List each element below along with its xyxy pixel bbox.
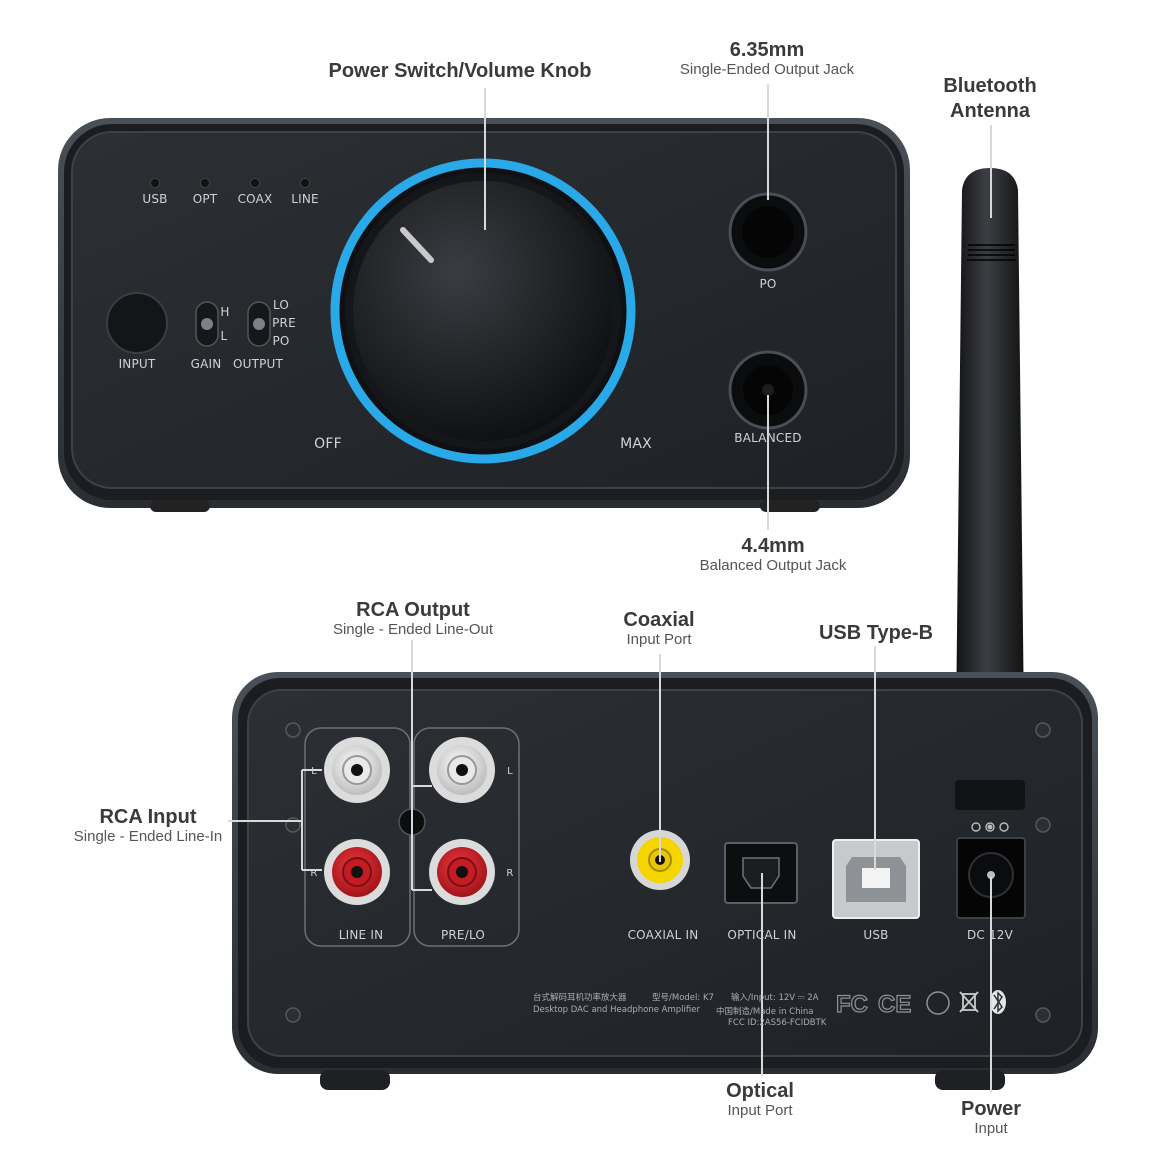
led-coax (250, 178, 260, 188)
callout-rca-output: RCA Output Single - Ended Line-Out (303, 599, 523, 639)
input-button[interactable] (106, 292, 168, 354)
callout-power: Power Input (941, 1098, 1041, 1138)
callout-rca-input-subtitle: Single - Ended Line-In (73, 828, 223, 845)
callout-usb-title: USB Type-B (818, 622, 934, 644)
callout-coaxial-title: Coaxial (623, 609, 695, 631)
gain-label: GAIN (190, 357, 222, 371)
callout-635mm-jack: 6.35mm Single-Ended Output Jack (657, 39, 877, 79)
pre-lo-label: PRE/LO (440, 928, 486, 942)
po-jack-label: PO (759, 277, 777, 291)
rca-pre-lo-right[interactable] (429, 839, 495, 905)
line-in-group (304, 727, 411, 947)
fine-print-line2a: Desktop DAC and Headphone Amplifier (533, 1005, 700, 1015)
callout-44-subtitle: Balanced Output Jack (699, 557, 847, 574)
gain-switch[interactable] (195, 301, 219, 347)
output-switch[interactable] (247, 301, 271, 347)
callout-usb-type-b: USB Type-B (800, 622, 952, 644)
callout-optical-subtitle: Input Port (727, 1102, 793, 1119)
panel-screws (285, 722, 1051, 1023)
rca-pre-lo-left[interactable] (429, 737, 495, 803)
callout-44mm-jack: 4.4mm Balanced Output Jack (663, 535, 883, 575)
dc-power-jack[interactable] (956, 837, 1026, 919)
jack-635mm[interactable] (728, 192, 808, 272)
callout-power-subtitle: Input (974, 1120, 1008, 1137)
dc-label: DC 12V (966, 928, 1014, 942)
knob-off-label: OFF (314, 436, 342, 452)
bluetooth-icon (990, 990, 1006, 1014)
line-in-label: LINE IN (338, 928, 384, 942)
indicator-label-coax: COAX (237, 192, 273, 206)
jack-44mm[interactable] (728, 350, 808, 430)
led-usb (150, 178, 160, 188)
callout-rca-output-title: RCA Output (356, 599, 470, 621)
indicator-label-line: LINE (291, 192, 319, 206)
output-option-po: PO (272, 334, 290, 348)
led-line (300, 178, 310, 188)
bluetooth-antenna (955, 168, 1025, 810)
fine-print-line1a: 台式解码耳机功率放大器 (533, 993, 627, 1003)
output-option-lo: LO (272, 298, 290, 312)
gain-option-l: L (220, 329, 228, 343)
pre-lo-group (413, 727, 520, 947)
balanced-jack-label: BALANCED (734, 431, 802, 445)
callout-coaxial: Coaxial Input Port (600, 609, 718, 649)
callout-bluetooth-antenna: Bluetooth Antenna (920, 75, 1060, 122)
coaxial-in-label: COAXIAL IN (627, 928, 699, 942)
callout-antenna-line2: Antenna (950, 100, 1030, 122)
antenna-base (955, 780, 1025, 810)
led-opt (200, 178, 210, 188)
callout-coaxial-subtitle: Input Port (626, 631, 692, 648)
front-panel (58, 118, 910, 512)
callout-optical-title: Optical (726, 1080, 794, 1102)
input-button-label: INPUT (118, 357, 156, 371)
rca-l-label-left: L (311, 766, 317, 777)
callout-antenna-line1: Bluetooth (943, 75, 1037, 97)
fc-mark: FC (836, 991, 868, 1018)
ce-mark: CE (878, 991, 911, 1018)
fine-print-line1b: 型号/Model: K7 (652, 993, 714, 1003)
rca-r-label-right: R (506, 868, 514, 879)
indicator-leds (150, 178, 310, 188)
usb-label: USB (863, 928, 889, 942)
weee-bin-icon (959, 991, 979, 1013)
gain-option-h: H (220, 305, 230, 319)
callout-635-subtitle: Single-Ended Output Jack (679, 61, 855, 78)
knob-max-label: MAX (620, 436, 652, 452)
fine-print-line1c: 输入/Input: 12V ⎓ 2A (731, 993, 819, 1003)
leader-lines (228, 84, 992, 1092)
volume-knob[interactable] (330, 158, 636, 464)
callout-635-title: 6.35mm (729, 39, 805, 61)
indicator-label-usb: USB (142, 192, 168, 206)
rca-line-in-right[interactable] (324, 839, 390, 905)
polarity-icon (971, 822, 1009, 832)
callout-power-title: Power (960, 1098, 1022, 1120)
callout-44-title: 4.4mm (741, 535, 805, 557)
rca-r-label-left: R (310, 868, 318, 879)
rca-line-in-left[interactable] (324, 737, 390, 803)
optical-in-label: OPTICAL IN (727, 928, 797, 942)
cert-marks: FC CE (835, 990, 1006, 1019)
fine-print-line3: FCC ID:2AS56-FCIDBTK (728, 1018, 827, 1028)
callout-rca-input-title: RCA Input (99, 806, 197, 828)
fine-print-line2b: 中国制造/Made in China (716, 1007, 814, 1017)
callout-optical: Optical Input Port (700, 1080, 820, 1120)
callout-rca-input: RCA Input Single - Ended Line-In (60, 806, 236, 846)
callout-rca-output-subtitle: Single - Ended Line-Out (332, 621, 494, 638)
output-option-pre: PRE (272, 316, 296, 330)
knob-indicator-line (400, 227, 434, 263)
rohs-icon (926, 991, 950, 1015)
output-label: OUTPUT (232, 357, 284, 371)
callout-volume-title: Power Switch/Volume Knob (328, 60, 592, 82)
indicator-label-opt: OPT (192, 192, 218, 206)
callout-volume-knob: Power Switch/Volume Knob (300, 60, 620, 82)
rca-l-label-right: L (507, 766, 513, 777)
